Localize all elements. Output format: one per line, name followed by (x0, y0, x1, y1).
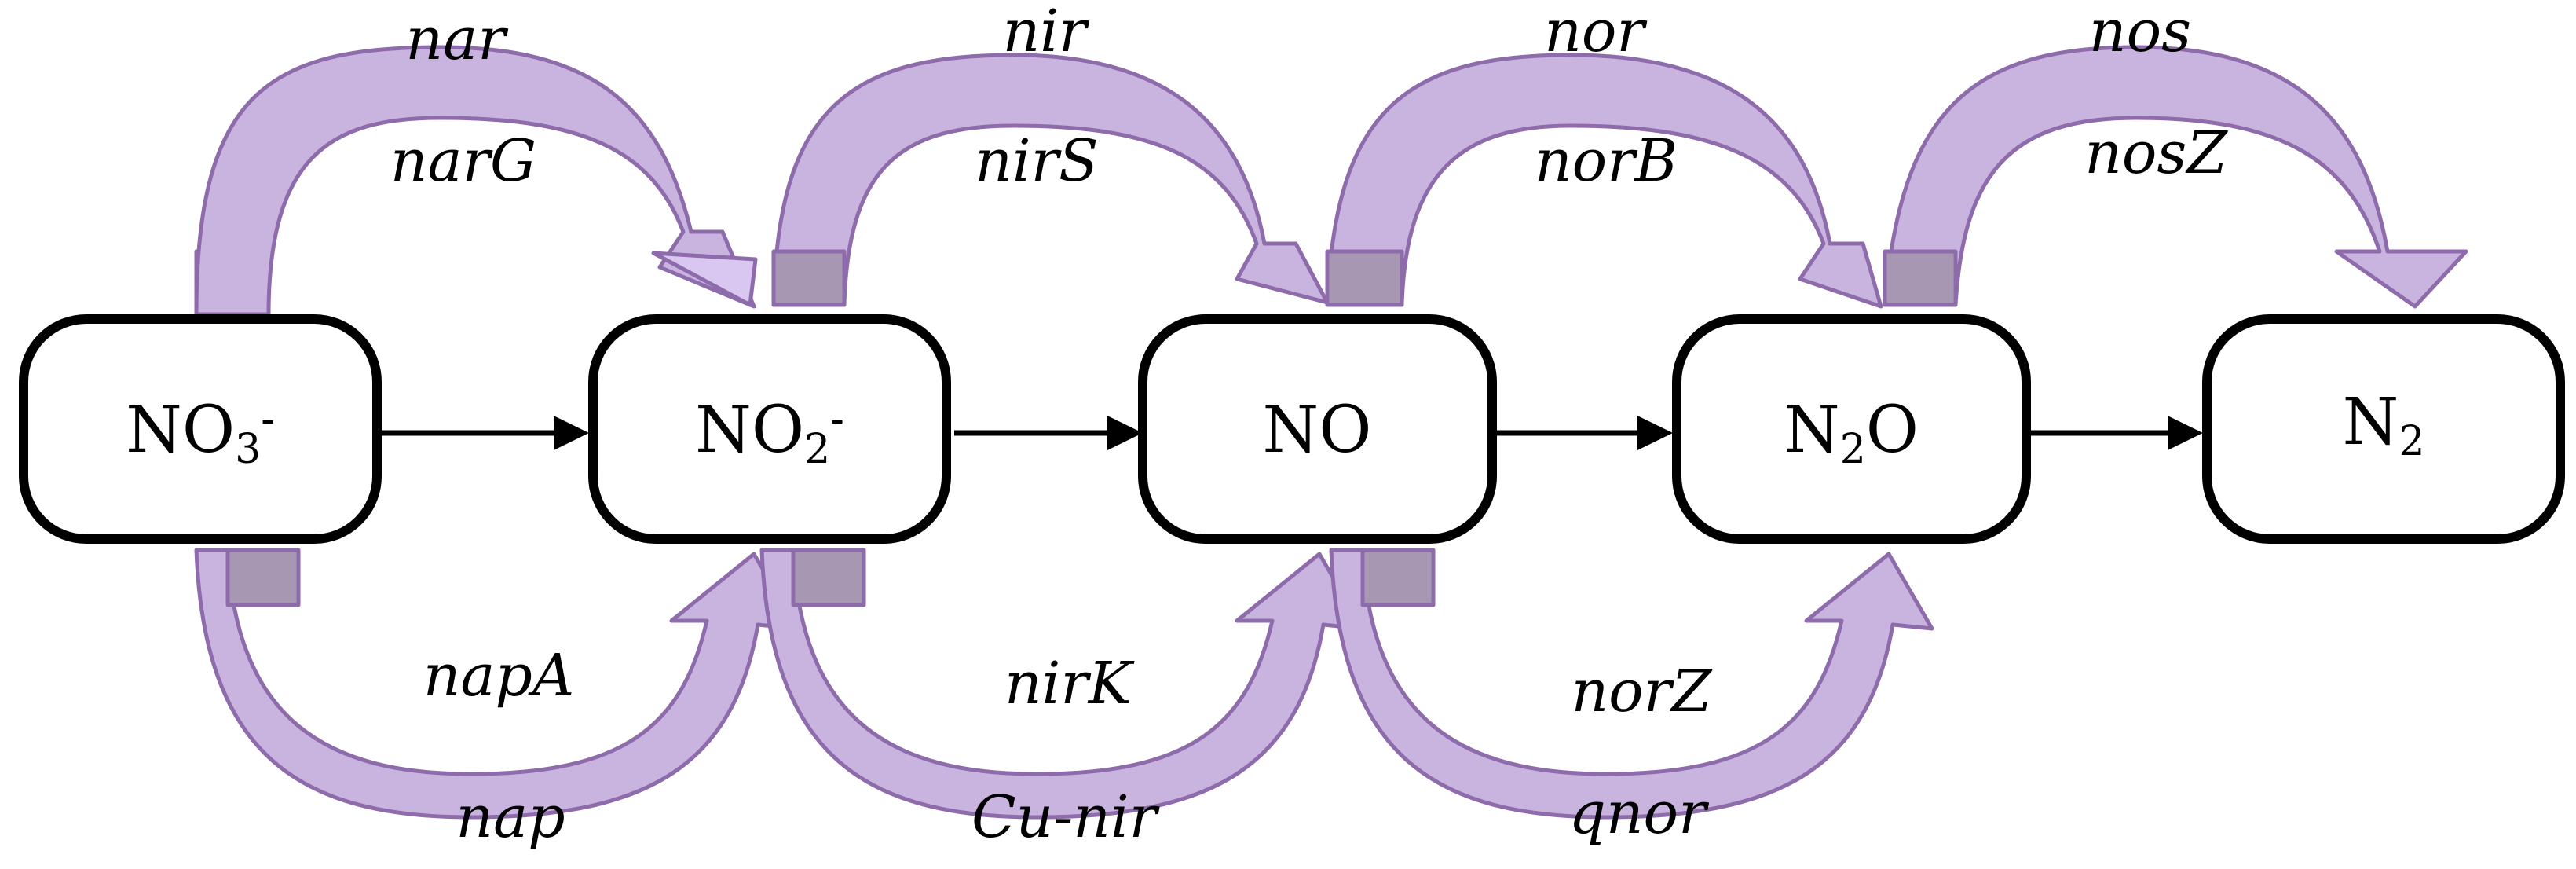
node-nitrate: NO3- (19, 314, 382, 544)
svg-text:NO: NO (1263, 393, 1372, 468)
label-nirs: nirS (975, 127, 1098, 195)
label-narg: narG (390, 127, 536, 195)
node-nitric-oxide: NO (1138, 314, 1497, 544)
label-norb: norB (1535, 127, 1678, 195)
svg-text:NO3-: NO3- (126, 393, 275, 473)
top-enzyme-arc-nir (771, 53, 1330, 307)
flow-arrow-n2o-to-n2 (2030, 416, 2203, 450)
label-napa: napA (423, 642, 575, 710)
label-qnor: qnor (1569, 779, 1711, 847)
bottom-enzyme-arc-cu-nir (759, 548, 1365, 820)
flow-arrow-no-to-n2o (1496, 416, 1673, 450)
svg-text:N2: N2 (2343, 385, 2425, 465)
node-nitrous-oxide: N2O (1672, 314, 2031, 544)
node-dinitrogen: N2 (2202, 314, 2565, 544)
flow-arrow-no3-to-no2 (381, 416, 589, 450)
node-nitrite: NO2- (588, 314, 951, 544)
label-nirk: nirK (1004, 650, 1135, 717)
label-nos: nos (2089, 0, 2191, 65)
label-nir: nir (1003, 0, 1090, 65)
label-norz: norZ (1571, 658, 1713, 725)
top-enzyme-arc-nos (1883, 45, 2468, 309)
bottom-enzyme-arc-nap (194, 548, 800, 820)
top-enzyme-arc-nar (194, 45, 758, 317)
flow-arrow-no2-to-no (954, 416, 1143, 450)
label-nap: nap (456, 783, 565, 851)
svg-text:NO2-: NO2- (695, 393, 844, 473)
label-cu-nir: Cu-nir (971, 783, 1161, 851)
svg-text:N2O: N2O (1784, 393, 1919, 473)
bottom-enzyme-arc-qnor (1329, 548, 1934, 820)
top-enzyme-arc-nor (1325, 53, 1883, 309)
label-nar: nar (405, 6, 509, 73)
label-nor: nor (1544, 0, 1648, 65)
label-nosz: nosZ (2084, 119, 2228, 187)
